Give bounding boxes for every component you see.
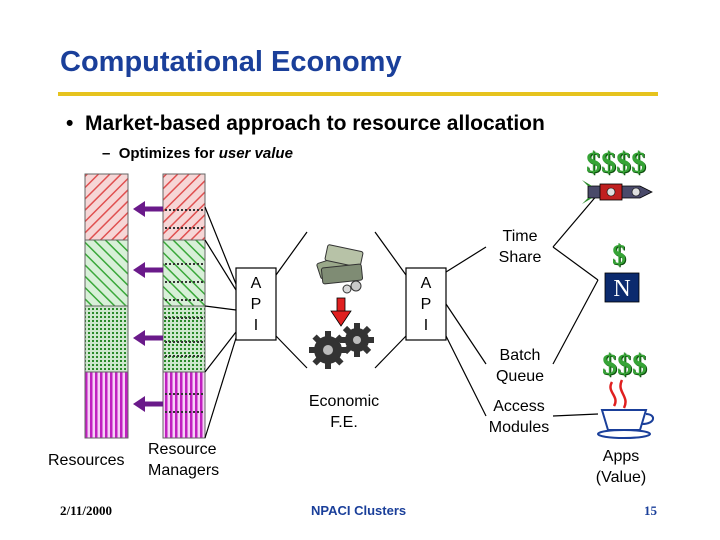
resources-label: Resources <box>48 452 125 469</box>
api-right-label: A P I <box>406 273 446 336</box>
red-down-arrow-icon <box>330 297 352 327</box>
economic-fe-line-1: Economic <box>308 393 380 410</box>
manager-arrows <box>133 201 163 412</box>
batch-queue-label: Batch Queue <box>478 345 562 387</box>
java-cup-icon <box>597 379 654 439</box>
page-title: Computational Economy <box>60 46 402 78</box>
access-modules-line-2: Modules <box>488 419 550 436</box>
api-fanout-lines <box>445 193 599 417</box>
resource-block-magenta <box>84 371 129 439</box>
access-modules-line-1: Access <box>493 398 545 415</box>
netscape-n-icon: N <box>604 272 640 303</box>
api-left-letter-i: I <box>253 317 259 334</box>
sub-bullet-dash: – <box>102 145 111 162</box>
economic-fe-line-2: F.E. <box>330 414 358 431</box>
rocket-icon <box>582 180 653 204</box>
api-left-letter-a: A <box>250 275 262 292</box>
api-right-letter-i: I <box>423 317 429 334</box>
apps-label: Apps (Value) <box>584 446 658 488</box>
purple-arrow-3 <box>133 330 163 346</box>
api-left-letter-p: P <box>250 296 262 313</box>
resources-column <box>84 173 129 439</box>
title-rule <box>58 92 658 96</box>
purple-arrow-1 <box>133 201 163 217</box>
sub-bullet: – Optimizes for user value <box>102 145 293 162</box>
resource-block-green-dots <box>84 305 129 373</box>
api-right-letter-a: A <box>420 275 432 292</box>
manager-block-green-dots <box>162 305 206 373</box>
main-bullet: • Market-based approach to resource allo… <box>66 112 545 135</box>
purple-arrow-4 <box>133 396 163 412</box>
api-box-right <box>405 267 447 341</box>
time-share-line-1: Time <box>502 228 538 245</box>
manager-api-lines <box>204 206 237 439</box>
footer-date: 2/11/2000 <box>60 503 113 518</box>
purple-arrow-2 <box>133 262 163 278</box>
managers-column <box>162 173 206 439</box>
center-lines <box>275 231 407 369</box>
main-bullet-text: Market-based approach to resource alloca… <box>85 112 545 135</box>
sub-bullet-prefix: Optimizes for <box>118 145 219 162</box>
time-share-line-2: Share <box>498 249 542 266</box>
access-modules-label: Access Modules <box>474 396 564 438</box>
manager-block-green-hatch <box>162 239 206 307</box>
resource-managers-label: Resource Managers <box>148 439 219 481</box>
money-top: $$$$ <box>586 146 646 179</box>
resource-managers-line-1: Resource <box>148 441 217 458</box>
svg-text:N: N <box>613 276 630 302</box>
resource-block-green-hatch <box>84 239 129 307</box>
batch-queue-line-1: Batch <box>499 347 541 364</box>
api-right-letter-p: P <box>420 296 432 313</box>
resource-managers-line-2: Managers <box>148 462 220 479</box>
resource-block-red <box>84 173 129 241</box>
time-share-label: Time Share <box>478 226 562 268</box>
apps-line-2: (Value) <box>595 469 647 486</box>
money-pile-icon <box>316 244 364 294</box>
money-mid: $ <box>612 240 626 271</box>
api-left-label: A P I <box>236 273 276 336</box>
sub-bullet-emphasis: user value <box>218 145 293 162</box>
economic-fe-label: Economic F.E. <box>298 391 390 433</box>
page-number: 15 <box>644 503 657 518</box>
batch-queue-line-2: Queue <box>495 368 545 385</box>
api-box-left <box>235 267 277 341</box>
footer-center: NPACI Clusters <box>311 503 407 518</box>
apps-line-1: Apps <box>602 448 640 465</box>
gears-icon <box>309 323 374 369</box>
manager-block-magenta <box>162 371 206 439</box>
manager-block-red <box>162 173 206 241</box>
money-low: $$$ <box>602 348 647 381</box>
